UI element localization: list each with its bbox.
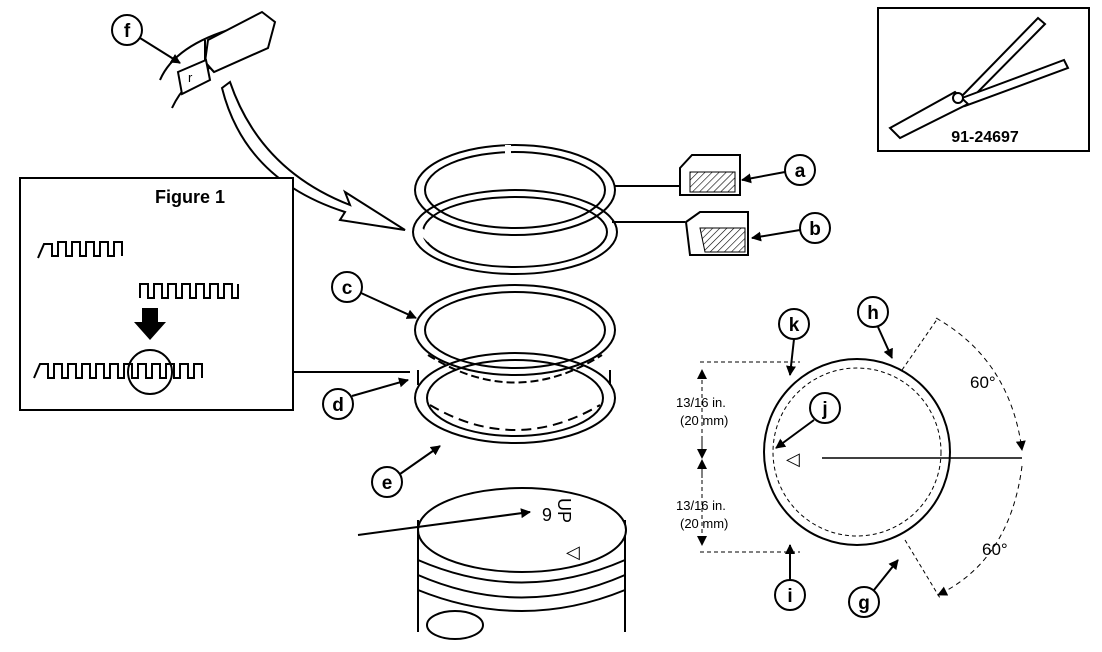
- callout-e: e: [371, 445, 441, 498]
- svg-text:i: i: [787, 586, 792, 607]
- svg-text:b: b: [809, 219, 821, 240]
- oil-ring-assembly: [414, 284, 616, 444]
- figure1-box: [19, 177, 294, 411]
- callout-i: i: [774, 544, 806, 611]
- piston: [417, 487, 627, 640]
- dim-upper-line1: 13/16 in.: [676, 395, 726, 410]
- callout-k: k: [778, 308, 810, 376]
- ring-expander-tool-icon: [888, 16, 1070, 140]
- svg-text:f: f: [124, 21, 131, 42]
- piston-mark-leader: [357, 508, 531, 536]
- piston-mark-number: 6: [542, 504, 552, 524]
- callout-a: a: [741, 154, 816, 186]
- svg-text:c: c: [342, 278, 353, 299]
- figure1-down-arrow: [134, 308, 166, 340]
- callout-c: c: [331, 271, 417, 319]
- svg-text:a: a: [795, 161, 806, 182]
- callout-h: h: [857, 296, 893, 359]
- angle-bottom: 60°: [982, 540, 1008, 559]
- compression-rings: [412, 144, 618, 275]
- ring-end-mark: r: [188, 70, 193, 85]
- callout-j: j: [775, 392, 841, 449]
- svg-text:g: g: [858, 593, 870, 614]
- ring-profile-b: [612, 211, 749, 256]
- dim-lower-line2: (20 mm): [680, 516, 728, 531]
- ring-end-detail: r: [159, 10, 277, 109]
- svg-text:j: j: [821, 399, 827, 420]
- callout-d: d: [322, 377, 409, 420]
- ring-profile-a: [615, 154, 741, 196]
- svg-text:k: k: [789, 315, 800, 336]
- tool-part-number: 91-24697: [951, 129, 1019, 146]
- svg-text:e: e: [382, 473, 393, 494]
- curved-arrow: [220, 80, 406, 231]
- callout-b: b: [751, 212, 831, 244]
- dim-lower-line1: 13/16 in.: [676, 498, 726, 513]
- callout-f: f: [111, 14, 181, 64]
- expander-ends: [33, 241, 239, 395]
- callout-g: g: [848, 559, 899, 618]
- angle-top: 60°: [970, 373, 996, 392]
- dim-upper-line2: (20 mm): [680, 413, 728, 428]
- piston-mark-arrow: ◁: [566, 542, 580, 562]
- gap-mark-arrow: ◁: [786, 449, 800, 469]
- gap-position-diagram: ◁: [697, 317, 1026, 599]
- figure1-title: Figure 1: [155, 187, 225, 207]
- piston-mark-up: UP: [554, 498, 574, 523]
- svg-text:h: h: [867, 303, 879, 324]
- svg-text:d: d: [332, 395, 344, 416]
